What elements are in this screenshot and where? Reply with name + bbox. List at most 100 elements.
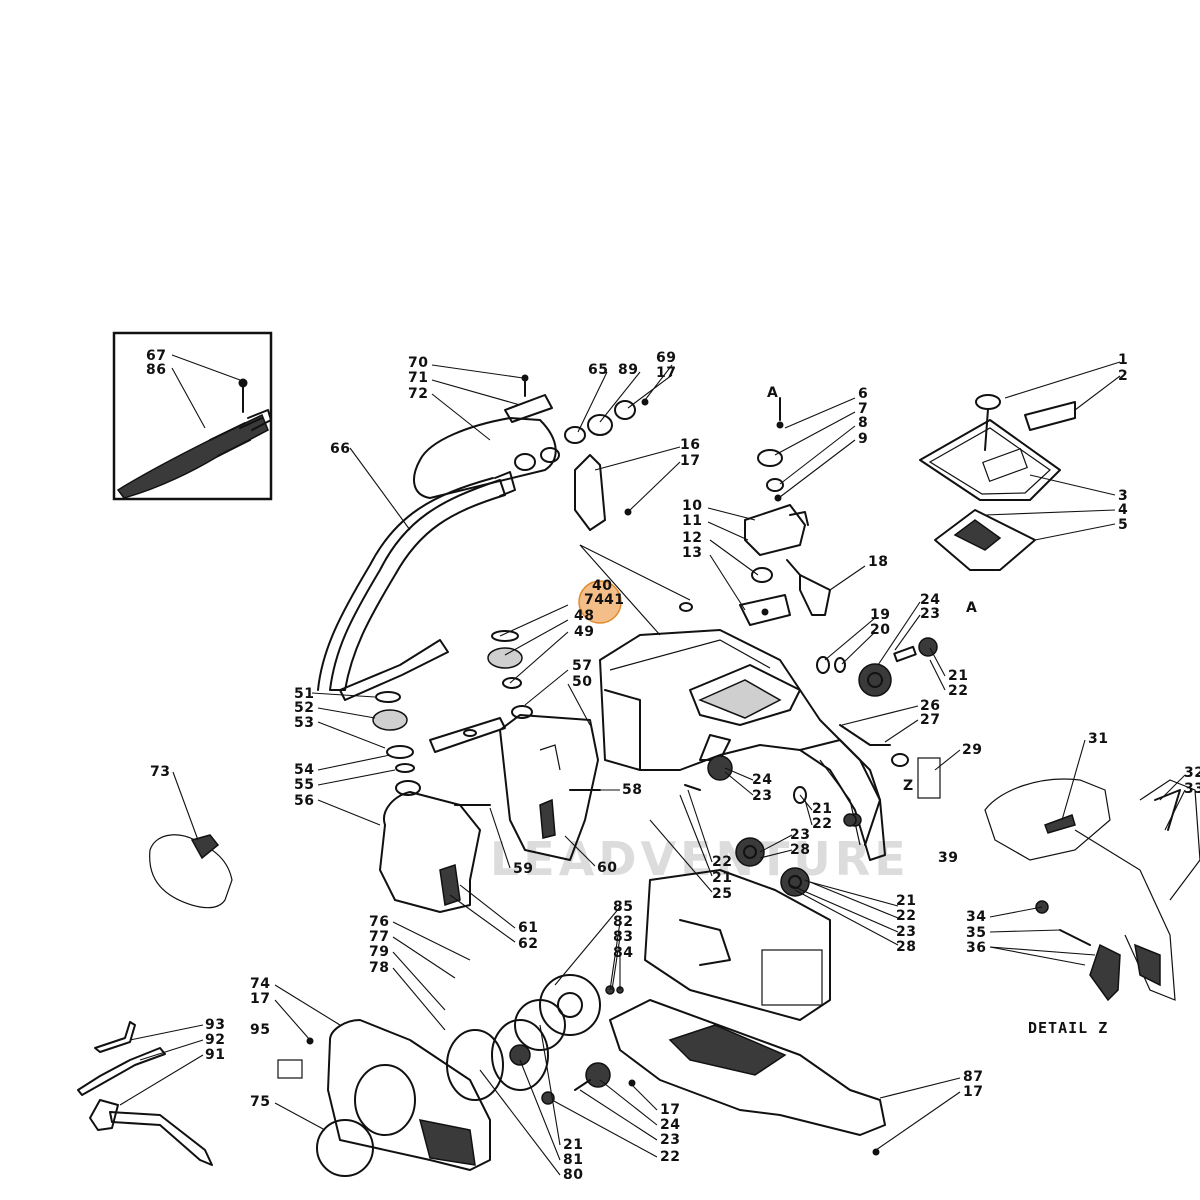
callout-78: 78 [369,960,389,976]
callout-13: 13 [682,545,702,561]
fuel-tank [379,780,491,913]
callout-33: 33 [1184,781,1200,797]
callout-93: 93 [205,1017,225,1033]
callout-12: 12 [682,530,702,546]
bottom-plate [609,999,886,1156]
callout-4: 4 [1118,502,1128,518]
callout-39: 39 [938,850,958,866]
callout-58: 58 [622,782,642,798]
engine-block [644,869,831,1021]
callout-40: 40 [592,578,612,594]
callout-55: 55 [294,777,314,793]
starter-housing [306,1019,491,1177]
callout-87: 87 [963,1069,983,1085]
callout-34: 34 [966,909,986,925]
leader-lines [119,361,1186,1176]
callout-25: 25 [712,886,732,902]
callout-a-bottom: A [966,600,977,616]
callout-52: 52 [294,700,314,716]
callout-80: 80 [563,1167,583,1183]
caps-and-seals [372,602,693,773]
callout-89: 89 [618,362,638,378]
callout-59: 59 [513,861,533,877]
callout-74-highlight: 74 [584,592,604,608]
callout-23-bottom: 23 [660,1132,680,1148]
callout-24-bottom: 24 [660,1117,680,1133]
callout-84: 84 [613,945,633,961]
callout-32: 32 [1184,765,1200,781]
callout-2: 2 [1118,368,1128,384]
callout-76: 76 [369,914,389,930]
callout-21-mid: 21 [812,801,832,817]
callout-48: 48 [574,608,594,624]
callout-10: 10 [682,498,702,514]
callout-75: 75 [250,1094,270,1110]
callout-9: 9 [858,431,868,447]
callout-60: 60 [597,860,617,876]
callout-7: 7 [858,401,868,417]
callout-81: 81 [563,1152,583,1168]
callout-21-center: 21 [712,870,732,886]
callout-23-mid2: 23 [790,827,810,843]
callout-23-top: 23 [920,606,940,622]
callout-29: 29 [962,742,982,758]
callout-24-mid: 24 [752,772,772,788]
callout-23-mid: 23 [752,788,772,804]
callout-26: 26 [920,698,940,714]
callout-91: 91 [205,1047,225,1063]
callout-3: 3 [1118,488,1128,504]
callout-79: 79 [369,944,389,960]
callout-67: 67 [146,348,166,364]
callout-95: 95 [250,1022,270,1038]
callout-22-top: 22 [948,683,968,699]
callout-20: 20 [870,622,890,638]
callout-21-low: 21 [896,893,916,909]
callout-36: 36 [966,940,986,956]
oil-tank [499,705,601,861]
bushing-parts [564,398,649,444]
callout-21-top: 21 [948,668,968,684]
callout-19: 19 [870,607,890,623]
handle-bracket [413,374,560,499]
highlight-marker [578,580,622,624]
callout-35: 35 [966,925,986,941]
bracket-16 [574,454,632,531]
callout-5: 5 [1118,517,1128,533]
callout-17-left: 17 [250,991,270,1007]
callout-86: 86 [146,362,166,378]
callout-22-center: 22 [712,854,732,870]
callout-31: 31 [1088,731,1108,747]
callout-21-bottom: 21 [563,1137,583,1153]
callout-23-low: 23 [896,924,916,940]
chain-brake-lever [149,834,233,909]
callout-54: 54 [294,762,314,778]
callout-74: 74 [250,976,270,992]
front-handle [317,471,516,701]
detail-z-view [984,778,1200,1002]
gear-parts [684,637,941,897]
callout-a-top: A [767,385,778,401]
callout-72: 72 [408,386,428,402]
callout-71: 71 [408,370,428,386]
callout-69: 69 [656,350,676,366]
tools [77,1021,303,1166]
callout-50: 50 [572,674,592,690]
callout-17-right: 17 [963,1084,983,1100]
callout-17-top: 17 [656,365,676,381]
callout-73: 73 [150,764,170,780]
callout-6: 6 [858,386,868,402]
callout-65: 65 [588,362,608,378]
callout-77: 77 [369,929,389,945]
callout-62: 62 [518,936,538,952]
crankcase-housing [579,544,886,861]
callout-18: 18 [868,554,888,570]
callout-51: 51 [294,686,314,702]
callout-82: 82 [613,914,633,930]
callout-22-bottom: 22 [660,1149,680,1165]
callout-17-bottom: 17 [660,1102,680,1118]
callout-53: 53 [294,715,314,731]
callout-1: 1 [1118,352,1128,368]
callout-92: 92 [205,1032,225,1048]
air-filter-cover [919,394,1076,571]
